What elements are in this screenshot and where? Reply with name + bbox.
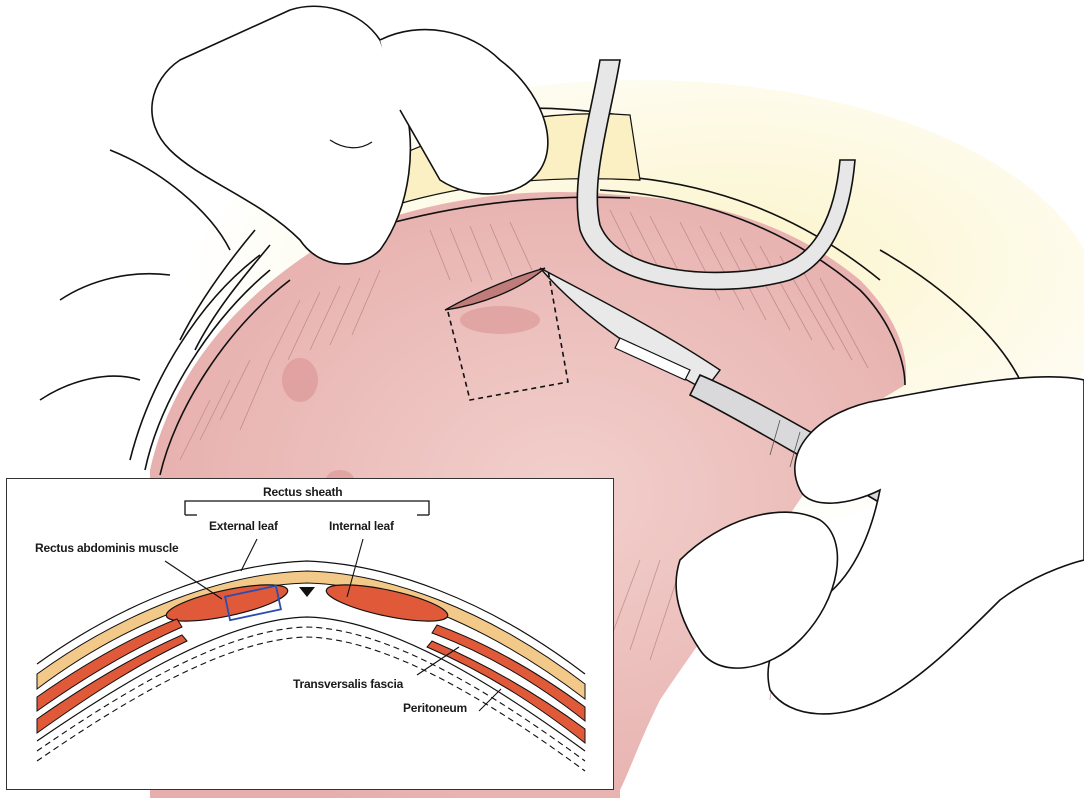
flap-outline [447,269,569,401]
peritoneum-line [36,636,586,772]
retractor [576,59,856,291]
rectus-muscle-right [325,584,449,622]
label-external-leaf: External leaf [209,519,278,533]
area-of-interest-box [224,584,282,622]
rectus-sheath-bracket [184,500,430,516]
leader-lines [164,538,502,712]
label-internal-leaf: Internal leaf [329,519,394,533]
label-rectus-sheath: Rectus sheath [263,485,343,499]
incision-slit [444,267,546,311]
left-hand-thumb [379,28,549,195]
left-hand-finger [151,5,412,265]
label-peritoneum: Peritoneum [403,701,468,715]
cross-section-inset: Rectus sheath External leaf Internal lea… [6,478,614,790]
cross-section-drawing [36,500,586,772]
label-rectus-abdominis: Rectus abdominis muscle [35,541,179,555]
label-transversalis-fascia: Transversalis fascia [293,677,404,691]
